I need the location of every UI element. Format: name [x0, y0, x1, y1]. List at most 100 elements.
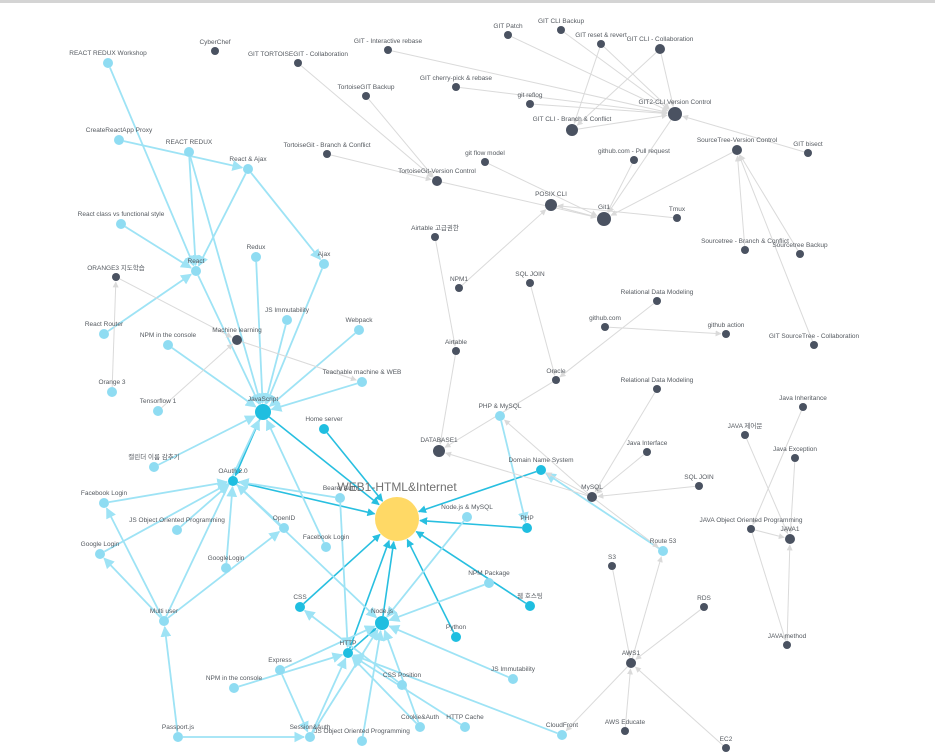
node-git_interactive[interactable]: GIT - Interactive rebase — [354, 38, 423, 54]
node-github_pr[interactable]: github.com - Pull request — [598, 148, 670, 164]
node-circle[interactable] — [452, 83, 460, 91]
node-airtable_adv[interactable]: Airtable 고급권한 — [411, 224, 459, 241]
node-googlelogin[interactable]: Google Login — [81, 541, 120, 559]
node-circle[interactable] — [732, 145, 742, 155]
node-reactredux[interactable]: REACT REDUX — [166, 139, 213, 157]
node-circle[interactable] — [791, 454, 799, 462]
node-circle[interactable] — [785, 534, 795, 544]
node-circle[interactable] — [741, 246, 749, 254]
node-circle[interactable] — [668, 107, 682, 121]
node-php[interactable]: PHP — [520, 515, 534, 533]
node-jsoop[interactable]: JS Object Oriented Programming — [129, 517, 225, 535]
node-circle[interactable] — [804, 149, 812, 157]
node-sourcetree_vc[interactable]: SourceTree-Version Control — [697, 137, 778, 155]
node-reldata2[interactable]: Relational Data Modeling — [621, 377, 694, 393]
node-circle[interactable] — [508, 674, 518, 684]
node-circle[interactable] — [295, 602, 305, 612]
node-rds[interactable]: RDS — [697, 595, 712, 611]
node-circle[interactable] — [462, 512, 472, 522]
node-jsoop2[interactable]: JS Object Oriented Programming — [314, 728, 410, 746]
node-java1[interactable]: JAVA1 — [781, 526, 800, 544]
node-circle[interactable] — [112, 273, 120, 281]
node-git_reflog[interactable]: git reflog — [518, 92, 543, 108]
node-circle[interactable] — [275, 665, 285, 675]
node-circle[interactable] — [243, 164, 253, 174]
node-oauth[interactable]: OAuth 2.0 — [218, 468, 248, 486]
node-git_bisect[interactable]: GIT bisect — [793, 141, 823, 157]
node-nodemysql[interactable]: Node.js & MySQL — [441, 504, 493, 522]
node-circle[interactable] — [153, 406, 163, 416]
node-circle[interactable] — [432, 176, 442, 186]
node-githubcom[interactable]: github.com — [589, 315, 621, 331]
node-calendar[interactable]: 캘린더 이름 감추기 — [128, 452, 180, 472]
node-database1[interactable]: DATABASE1 — [420, 437, 458, 457]
node-circle[interactable] — [695, 482, 703, 490]
node-route53[interactable]: Route 53 — [650, 538, 677, 556]
node-circle[interactable] — [255, 404, 271, 420]
node-circle[interactable] — [184, 147, 194, 157]
node-circle[interactable] — [99, 498, 109, 508]
node-circle[interactable] — [343, 648, 353, 658]
node-circle[interactable] — [747, 525, 755, 533]
node-reactrouter[interactable]: React Router — [85, 321, 124, 339]
node-circle[interactable] — [601, 323, 609, 331]
node-circle[interactable] — [799, 403, 807, 411]
node-circle[interactable] — [321, 542, 331, 552]
node-css[interactable]: CSS — [293, 594, 307, 612]
node-s3[interactable]: S3 — [608, 554, 616, 570]
node-circle[interactable] — [700, 603, 708, 611]
node-circle[interactable] — [626, 658, 636, 668]
node-httpcache[interactable]: HTTP Cache — [446, 714, 484, 732]
node-circle[interactable] — [228, 476, 238, 486]
node-javainterface[interactable]: Java Interface — [627, 440, 668, 456]
node-javamethod[interactable]: JAVA method — [768, 633, 807, 649]
node-posix[interactable]: POSIX CLI — [535, 191, 567, 211]
node-cssposition[interactable]: CSS Position — [383, 672, 422, 690]
node-circle[interactable] — [375, 616, 389, 630]
node-circle[interactable] — [504, 31, 512, 39]
node-circle[interactable] — [495, 411, 505, 421]
node-ec2[interactable]: EC2 — [720, 736, 733, 752]
node-circle[interactable] — [319, 424, 329, 434]
node-circle[interactable] — [722, 744, 730, 752]
node-circle[interactable] — [557, 730, 567, 740]
node-circle[interactable] — [525, 601, 535, 611]
node-reldata1[interactable]: Relational Data Modeling — [621, 289, 694, 305]
node-reactajax[interactable]: React & Ajax — [229, 156, 267, 174]
node-sourcetree_branch[interactable]: Sourcetree - Branch & Conflict — [701, 238, 789, 254]
node-circle[interactable] — [452, 347, 460, 355]
node-circle[interactable] — [643, 448, 651, 456]
node-javaoop[interactable]: JAVA Object Oriented Programming — [699, 517, 803, 533]
node-jsimm2[interactable]: JS Immutability — [491, 666, 536, 684]
node-circle[interactable] — [545, 199, 557, 211]
node-python[interactable]: Python — [446, 624, 467, 642]
node-orange3b[interactable]: Orange 3 — [98, 379, 126, 397]
node-gittortoise_collab[interactable]: GIT TORTOISEGIT - Collaboration — [248, 51, 348, 67]
node-ajax[interactable]: Ajax — [318, 251, 331, 269]
node-dns[interactable]: Domain Name System — [508, 457, 574, 475]
node-webpack[interactable]: Webpack — [346, 317, 374, 335]
node-circle[interactable] — [384, 46, 392, 54]
node-javaexception[interactable]: Java Exception — [773, 446, 817, 462]
node-circle[interactable] — [415, 722, 425, 732]
node-circle[interactable] — [587, 492, 597, 502]
node-circle[interactable] — [722, 330, 730, 338]
node-circle[interactable] — [796, 250, 804, 258]
node-git_cherry[interactable]: GIT cherry-pick & rebase — [420, 75, 493, 91]
node-circle[interactable] — [362, 92, 370, 100]
node-circle[interactable] — [354, 325, 364, 335]
node-circle[interactable] — [608, 562, 616, 570]
node-circle[interactable] — [173, 732, 183, 742]
node-express[interactable]: Express — [268, 657, 292, 675]
node-circle[interactable] — [116, 219, 126, 229]
node-session[interactable]: Session&Auth — [290, 724, 331, 742]
node-git_flow[interactable]: git flow model — [465, 150, 505, 166]
node-circle[interactable] — [621, 727, 629, 735]
node-web[interactable]: WEB1-HTML&Internet — [337, 480, 457, 541]
node-circle[interactable] — [229, 683, 239, 693]
node-circle[interactable] — [455, 284, 463, 292]
node-tensorflow[interactable]: Tensorflow 1 — [140, 398, 177, 416]
node-circle[interactable] — [552, 376, 560, 384]
node-npmconsole2[interactable]: NPM in the console — [206, 675, 263, 693]
